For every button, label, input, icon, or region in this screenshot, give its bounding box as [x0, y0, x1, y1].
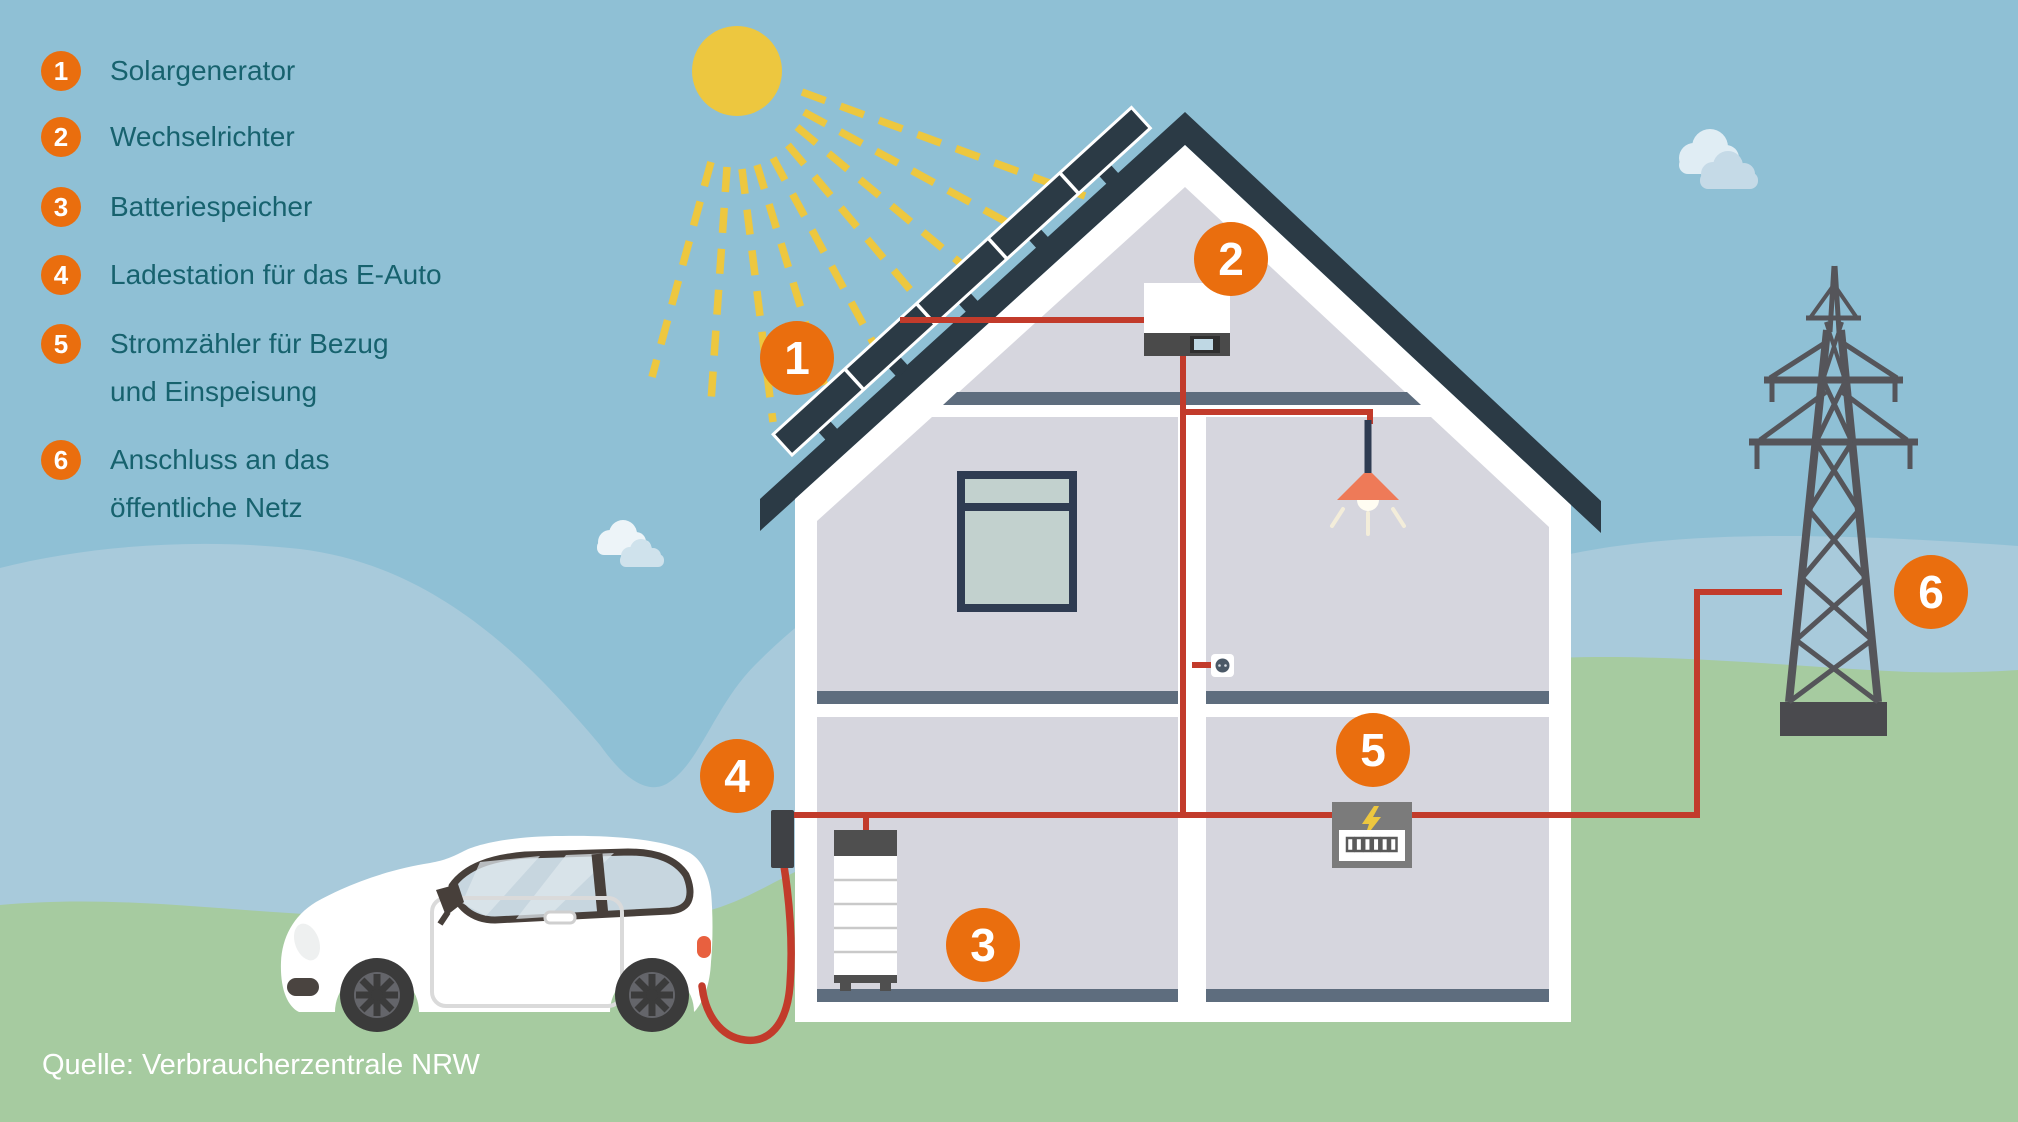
car-taillight	[697, 936, 711, 958]
legend-item-wechselrichter: 2 Wechselrichter	[41, 117, 295, 161]
charging-station-icon	[771, 810, 794, 868]
marker-batteriespeicher: 3	[946, 908, 1020, 982]
legend-item-ladestation: 4 Ladestation für das E-Auto	[41, 255, 442, 299]
legend-badge: 5	[41, 324, 81, 364]
marker-wechselrichter: 2	[1194, 222, 1268, 296]
legend-badge: 4	[41, 255, 81, 295]
marker-netzanschluss: 6	[1894, 555, 1968, 629]
legend-label: Anschluss an das öffentliche Netz	[110, 444, 330, 523]
legend-label: Stromzähler für Bezug und Einspeisung	[110, 328, 389, 407]
solar-panel-icon	[771, 105, 1153, 458]
source-credit: Quelle: Verbraucherzentrale NRW	[42, 1049, 480, 1081]
car-mirror	[436, 884, 464, 916]
car-wheel	[340, 958, 414, 1032]
legend-badge: 2	[41, 117, 81, 157]
battery-icon	[834, 830, 897, 991]
electric-car	[280, 835, 713, 1032]
meter-icon	[1332, 802, 1412, 868]
legend-label: Batteriespeicher	[110, 191, 313, 222]
house	[760, 105, 1782, 1022]
sun-icon	[692, 26, 782, 116]
cloud-icon	[1679, 129, 1758, 189]
legend-item-solargenerator: 1 Solargenerator	[41, 51, 295, 95]
legend-item-anschluss: 6 Anschluss an das öffentliche Netz	[41, 440, 329, 532]
legend-label: Solargenerator	[110, 55, 296, 86]
car-wheel	[615, 958, 689, 1032]
wiring	[794, 317, 1782, 834]
inverter-icon	[1144, 283, 1230, 356]
pylon-icon	[1749, 265, 1918, 736]
legend-badge: 3	[41, 187, 81, 227]
lamp-icon	[1330, 420, 1406, 536]
legend-label: Wechselrichter	[110, 121, 295, 152]
window-icon	[957, 471, 1077, 612]
marker-solargenerator: 1	[760, 321, 834, 395]
legend-badge: 1	[41, 51, 81, 91]
legend-item-stromzaehler: 5 Stromzähler für Bezug und Einspeisung	[41, 324, 389, 416]
legend-label: Ladestation für das E-Auto	[110, 259, 442, 290]
marker-stromzaehler: 5	[1336, 713, 1410, 787]
sun-rays-icon	[648, 88, 1087, 423]
car-headlight	[293, 923, 321, 961]
legend-badge: 6	[41, 440, 81, 480]
socket-icon	[1211, 654, 1234, 677]
car-front-bumper	[287, 978, 319, 996]
charging-cable	[698, 862, 795, 1045]
legend-item-batteriespeicher: 3 Batteriespeicher	[41, 187, 312, 231]
cloud-small-icon	[597, 520, 664, 567]
marker-ladestation: 4	[700, 739, 774, 813]
